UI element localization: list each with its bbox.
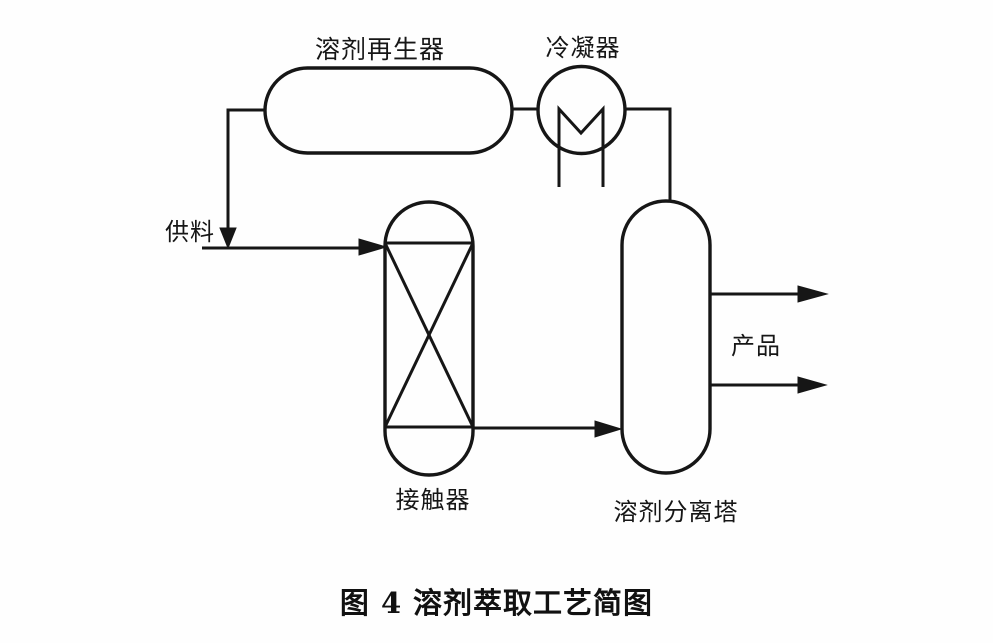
- contactor-outlet-arrowhead: [594, 420, 623, 438]
- product-arrowhead-bottom: [797, 376, 828, 394]
- product-label: 产品: [731, 332, 781, 360]
- product-arrowhead-top: [797, 285, 829, 303]
- solvent-return-line: [226, 108, 266, 233]
- feed-arrowhead: [358, 238, 388, 256]
- condenser-label: 冷凝器: [546, 34, 621, 62]
- condenser-circle: [536, 64, 627, 156]
- condenser-coil-icon: [557, 105, 605, 187]
- separator-label: 溶剂分离塔: [614, 498, 739, 526]
- separator-vessel: [620, 199, 712, 475]
- contactor-label: 接触器: [396, 486, 471, 514]
- figure-caption-title: 溶剂萃取工艺简图: [413, 586, 653, 620]
- figure-caption-number: 图 4: [340, 586, 402, 620]
- contactor-packing-diagonal-2: [383, 242, 475, 428]
- solvent-return-arrowhead: [219, 227, 237, 250]
- regenerator-vessel: [263, 66, 514, 155]
- feed-label: 供料: [165, 218, 215, 246]
- contactor-vessel: [383, 200, 475, 477]
- regenerator-label: 溶剂再生器: [315, 35, 445, 64]
- condenser-to-separator-pipe: [624, 107, 672, 201]
